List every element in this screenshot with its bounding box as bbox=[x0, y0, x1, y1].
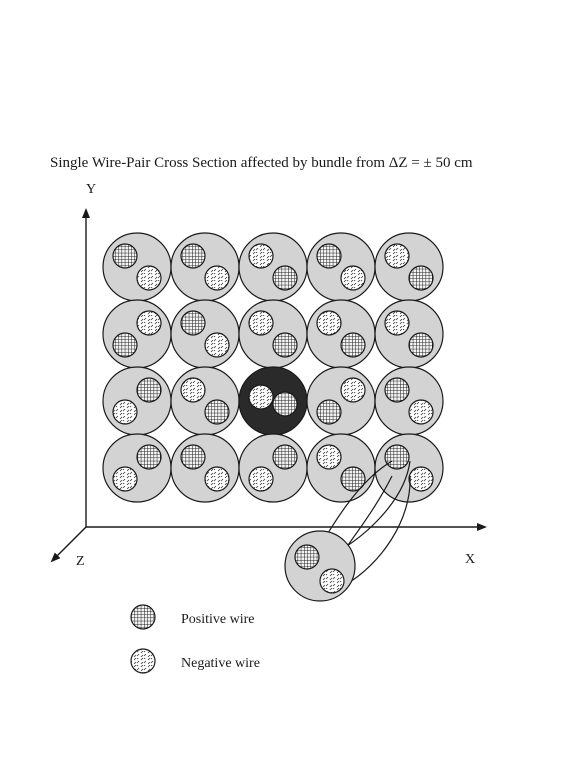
bundle-cell bbox=[102, 366, 172, 436]
bundle-circle bbox=[238, 433, 308, 503]
positive-wire-icon bbox=[316, 243, 342, 269]
negative-wire-icon bbox=[112, 399, 138, 425]
x-axis-label: X bbox=[465, 552, 475, 567]
bundle-circle bbox=[306, 433, 376, 503]
negative-wire-icon bbox=[316, 310, 342, 336]
positive-wire-icon bbox=[316, 399, 342, 425]
negative-wire-icon bbox=[408, 466, 434, 492]
positive-wire-icon bbox=[340, 332, 366, 358]
positive-wire-icon bbox=[272, 444, 298, 470]
bundle-circle bbox=[306, 366, 376, 436]
positive-wire-icon bbox=[340, 466, 366, 492]
legend: Positive wire Negative wire bbox=[130, 604, 260, 674]
axes: Y X Z bbox=[50, 182, 487, 569]
negative-wire-icon bbox=[204, 466, 230, 492]
highlighted-bundle-cell bbox=[238, 366, 308, 436]
enlarged-wire-pair bbox=[284, 530, 356, 602]
bundle-circle bbox=[102, 232, 172, 302]
positive-wire-icon bbox=[204, 399, 230, 425]
bundle-circle bbox=[374, 232, 444, 302]
legend-positive-label: Positive wire bbox=[181, 612, 255, 627]
bundle-cell bbox=[170, 433, 240, 503]
bundle-cell bbox=[374, 366, 444, 436]
bundle-circle bbox=[102, 299, 172, 369]
positive-wire-icon bbox=[112, 243, 138, 269]
bundle-circle bbox=[306, 232, 376, 302]
bundle-cell bbox=[374, 299, 444, 369]
bundle-circle bbox=[374, 299, 444, 369]
negative-wire-icon bbox=[384, 310, 410, 336]
y-axis-label: Y bbox=[86, 182, 96, 197]
bundle-circle bbox=[374, 366, 444, 436]
negative-wire-icon bbox=[204, 265, 230, 291]
negative-wire-icon bbox=[316, 444, 342, 470]
negative-wire-icon bbox=[112, 466, 138, 492]
positive-wire-icon bbox=[130, 604, 156, 630]
negative-wire-icon bbox=[248, 466, 274, 492]
negative-wire-icon bbox=[340, 265, 366, 291]
bundle-circle bbox=[170, 232, 240, 302]
bundle-circle bbox=[170, 366, 240, 436]
positive-wire-icon bbox=[136, 377, 162, 403]
negative-wire-icon bbox=[136, 265, 162, 291]
diagram-title: Single Wire-Pair Cross Section affected … bbox=[50, 155, 473, 171]
bundle-circle bbox=[170, 433, 240, 503]
bundle-cell bbox=[102, 433, 172, 503]
z-axis-label: Z bbox=[76, 554, 85, 569]
positive-wire-icon bbox=[180, 310, 206, 336]
bundle-cell bbox=[170, 366, 240, 436]
positive-wire-icon bbox=[294, 544, 320, 570]
negative-wire-icon bbox=[340, 377, 366, 403]
positive-wire-icon bbox=[384, 377, 410, 403]
positive-wire-icon bbox=[384, 444, 410, 470]
negative-wire-icon bbox=[384, 243, 410, 269]
bundle-cell bbox=[238, 433, 308, 503]
negative-wire-icon bbox=[130, 648, 156, 674]
bundle-circle bbox=[238, 299, 308, 369]
bundle-cell bbox=[170, 299, 240, 369]
negative-wire-icon bbox=[180, 377, 206, 403]
negative-wire-icon bbox=[204, 332, 230, 358]
bundle-grid bbox=[102, 232, 444, 503]
bundle-cell bbox=[306, 366, 376, 436]
legend-negative-label: Negative wire bbox=[181, 656, 260, 671]
negative-wire-icon bbox=[136, 310, 162, 336]
positive-wire-icon bbox=[408, 265, 434, 291]
bundle-cell bbox=[102, 299, 172, 369]
bundle-cell bbox=[238, 299, 308, 369]
positive-wire-icon bbox=[180, 243, 206, 269]
positive-wire-icon bbox=[272, 332, 298, 358]
bundle-circle bbox=[238, 232, 308, 302]
positive-wire-icon bbox=[112, 332, 138, 358]
negative-wire-icon bbox=[248, 243, 274, 269]
bundle-cell bbox=[306, 299, 376, 369]
bundle-circle bbox=[102, 366, 172, 436]
bundle-circle bbox=[306, 299, 376, 369]
bundle-circle bbox=[170, 299, 240, 369]
bundle-cell bbox=[238, 232, 308, 302]
bundle-cell bbox=[306, 232, 376, 302]
bundle-cell bbox=[170, 232, 240, 302]
z-axis bbox=[50, 526, 87, 563]
negative-wire-icon bbox=[319, 568, 345, 594]
negative-wire-icon bbox=[408, 399, 434, 425]
negative-wire-icon bbox=[248, 384, 274, 410]
positive-wire-icon bbox=[136, 444, 162, 470]
positive-wire-icon bbox=[272, 265, 298, 291]
bundle-cell bbox=[374, 232, 444, 302]
positive-wire-icon bbox=[408, 332, 434, 358]
bundle-cell bbox=[306, 433, 376, 503]
connector-line bbox=[344, 475, 411, 586]
positive-wire-icon bbox=[272, 391, 298, 417]
negative-wire-icon bbox=[248, 310, 274, 336]
bundle-circle bbox=[102, 433, 172, 503]
bundle-cell bbox=[102, 232, 172, 302]
enlarged-bundle-circle bbox=[284, 530, 356, 602]
positive-wire-icon bbox=[180, 444, 206, 470]
